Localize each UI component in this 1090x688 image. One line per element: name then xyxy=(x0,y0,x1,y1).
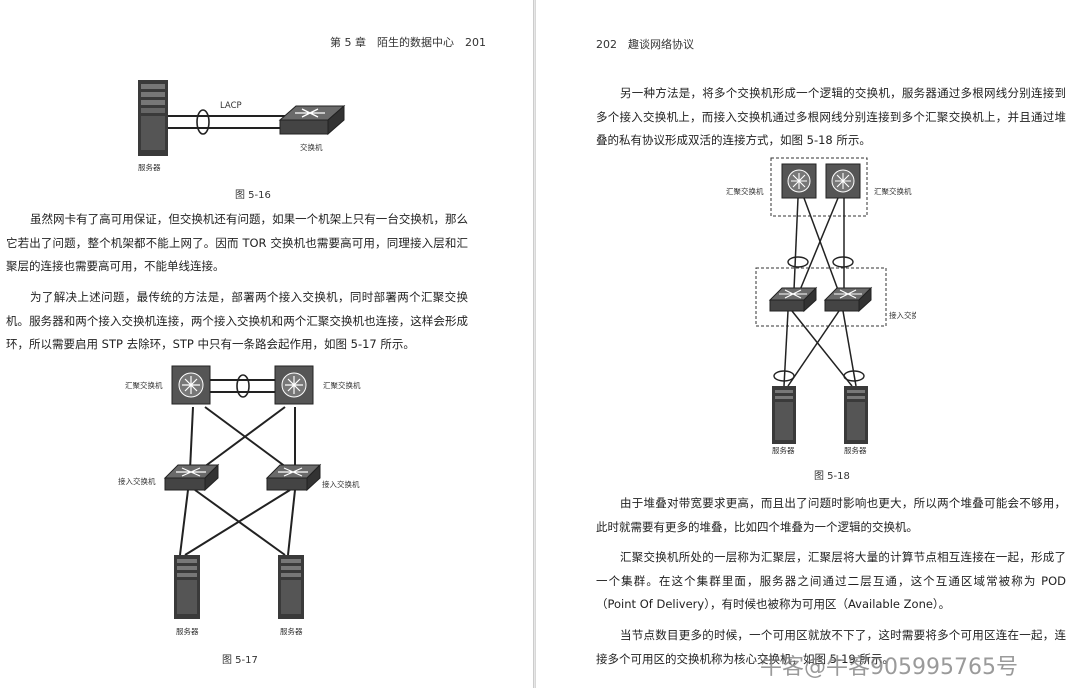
fig16-caption: 图 5-16 xyxy=(235,190,271,201)
server-2-icon xyxy=(844,386,868,444)
agg-switch-right-icon xyxy=(274,365,314,405)
acc-switch-right-icon xyxy=(265,463,322,492)
fig18-agg-right-label: 汇聚交换机 xyxy=(874,186,912,196)
right-paragraph-4: 当节点数目更多的时候，一个可用区就放不下了，这时需要将多个可用区连在一起，连接多… xyxy=(596,628,1066,666)
left-page-header: 第 5 章 陌生的数据中心 201 xyxy=(330,36,486,49)
fig18-srv-right-label: 服务器 xyxy=(844,445,867,455)
fig17-agg-right-label: 汇聚交换机 xyxy=(323,380,361,390)
figure-5-17: 汇聚交换机 汇聚交换机 接入交换机 接入交换机 xyxy=(118,365,361,636)
figure-5-16: LACP 服务器 交换机 xyxy=(138,80,346,172)
server-1-icon xyxy=(772,386,796,444)
server-left-icon xyxy=(174,555,200,619)
fig18-acc-label: 接入交换机 xyxy=(889,310,916,320)
right-paragraph-1: 另一种方法是，将多个交换机形成一个逻辑的交换机，服务器通过多根网线分别连接到多个… xyxy=(596,86,1066,147)
fig17-srv-right-label: 服务器 xyxy=(280,626,303,636)
agg-switch-left-icon xyxy=(171,365,211,405)
figure-5-18: 汇聚交换机 汇聚交换机 接入交换机 xyxy=(726,157,916,455)
acc-switch-1-icon xyxy=(768,286,818,313)
right-paragraph-3: 汇聚交换机所处的一层称为汇聚层，汇聚层将大量的计算节点相互连接在一起，形成了一个… xyxy=(596,550,1066,611)
agg-switch-2-icon xyxy=(825,163,861,199)
right-page-header: 202 趣谈网络协议 xyxy=(596,38,694,51)
watermark: 牛客@牛客905995765号 xyxy=(760,655,1018,680)
acc-switch-2-icon xyxy=(823,286,873,313)
book-gutter xyxy=(533,0,536,688)
fig17-acc-left-label: 接入交换机 xyxy=(118,476,156,486)
fig18-caption: 图 5-18 xyxy=(814,471,850,482)
fig17-acc-right-label: 接入交换机 xyxy=(322,479,360,489)
server-icon xyxy=(138,80,168,156)
fig18-srv-left-label: 服务器 xyxy=(772,445,795,455)
fig16-server-label: 服务器 xyxy=(138,162,161,172)
lacp-label: LACP xyxy=(220,101,242,111)
server-right-icon xyxy=(278,555,304,619)
lacp-ring xyxy=(196,109,210,135)
right-page: 202 趣谈网络协议 另一种方法是，将多个交换机形成一个逻辑的交换机，服务器通过… xyxy=(536,0,1090,688)
left-paragraph-1: 虽然网卡有了高可用保证，但交换机还有问题，如果一个机架上只有一台交换机，那么它若… xyxy=(6,212,468,273)
acc-switch-left-icon xyxy=(163,463,220,492)
right-paragraph-2: 由于堆叠对带宽要求更高，而且出了问题时影响也更大，所以两个堆叠可能会不够用，此时… xyxy=(596,496,1066,534)
fig17-srv-left-label: 服务器 xyxy=(176,626,199,636)
fig17-caption: 图 5-17 xyxy=(222,655,258,666)
left-page: 第 5 章 陌生的数据中心 201 LACP 服务器 交换机 图 5-16 虽然… xyxy=(0,0,535,688)
fig17-agg-left-label: 汇聚交换机 xyxy=(125,380,163,390)
left-paragraph-2: 为了解决上述问题，最传统的方法是，部署两个接入交换机，同时部署两个汇聚交换机。服… xyxy=(6,290,468,351)
agg-switch-1-icon xyxy=(781,163,817,199)
fig16-switch-label: 交换机 xyxy=(300,142,323,152)
fig18-agg-left-label: 汇聚交换机 xyxy=(726,186,764,196)
switch-icon xyxy=(278,104,346,136)
